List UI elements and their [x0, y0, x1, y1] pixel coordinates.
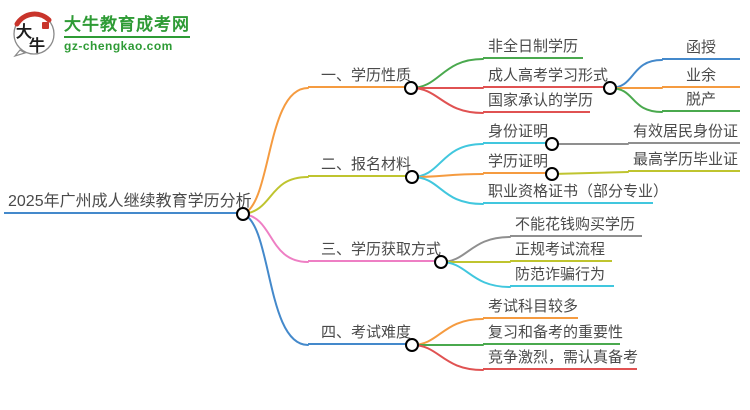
topic-many-subjects[interactable]: 考试科目较多: [483, 297, 578, 319]
topic-formal-exam-process[interactable]: 正规考试流程: [510, 240, 612, 262]
connector-root-branch3: [242, 213, 309, 263]
root-collapse-handle[interactable]: [236, 207, 250, 221]
connector-branch4-child1: [411, 318, 484, 346]
topic-review-importance[interactable]: 复习和备考的重要性: [483, 323, 623, 345]
branch-degree-nature[interactable]: 一、学历性质: [308, 66, 411, 88]
connector-branch1-child1: [410, 58, 484, 89]
topic-fierce-competition[interactable]: 竞争激烈，需认真备考: [483, 348, 638, 370]
site-logo[interactable]: 大 牛 大牛教育成考网 gz-chengkao.com: [10, 10, 190, 58]
topic-no-buying-degree[interactable]: 不能花钱购买学历: [510, 215, 642, 237]
ox-logo-icon: 大 牛: [13, 11, 55, 58]
root-topic[interactable]: 2025年广州成人继续教育学历分析: [4, 192, 252, 214]
branch-degree-acquisition[interactable]: 三、学历获取方式: [308, 240, 441, 262]
branch-degree-acquisition-handle[interactable]: [434, 255, 448, 269]
topic-study-form-handle[interactable]: [603, 81, 617, 95]
topic-tuochan[interactable]: 脱产: [662, 90, 740, 112]
connector-branch2-child1: [411, 143, 484, 178]
topic-state-recognized[interactable]: 国家承认的学历: [483, 91, 593, 113]
branch-exam-difficulty-handle[interactable]: [405, 338, 419, 352]
topic-study-form[interactable]: 成人高考学习形式: [483, 66, 608, 88]
branch-degree-nature-handle[interactable]: [404, 81, 418, 95]
branch-exam-difficulty[interactable]: 四、考试难度: [308, 323, 411, 345]
logo-char-1: 大: [16, 22, 32, 41]
connector-studyform-tuochan: [609, 87, 663, 113]
topic-hanshou[interactable]: 函授: [662, 38, 740, 60]
connector-eduproof-diploma: [551, 171, 629, 175]
logo-divider: [64, 36, 190, 38]
connector-branch3-child1: [440, 236, 511, 263]
branch-registration-materials[interactable]: 二、报名材料: [308, 155, 411, 177]
connector-branch2-child3: [411, 176, 484, 205]
connector-root-branch4: [242, 213, 309, 346]
topic-vocational-certificate[interactable]: 职业资格证书（部分专业）: [483, 182, 668, 204]
branch-registration-materials-handle[interactable]: [405, 170, 419, 184]
topic-fraud-prevention[interactable]: 防范诈骗行为: [510, 265, 614, 287]
connector-branch3-child3: [440, 261, 511, 288]
connector-branch1-child3: [410, 87, 484, 114]
site-domain: gz-chengkao.com: [64, 39, 173, 53]
connector-branch4-child3: [411, 344, 484, 371]
connector-root-branch2: [242, 176, 309, 215]
logo-char-2: 牛: [29, 36, 45, 55]
topic-valid-id-card[interactable]: 有效居民身份证: [628, 122, 740, 144]
topic-id-proof[interactable]: 身份证明: [483, 122, 548, 144]
topic-education-proof-handle[interactable]: [545, 167, 559, 181]
topic-nonfulltime-degree[interactable]: 非全日制学历: [483, 37, 583, 59]
topic-yeyu[interactable]: 业余: [662, 66, 740, 88]
brand-name: 大牛教育成考网: [64, 15, 190, 34]
connector-root-branch1: [242, 87, 309, 215]
topic-id-proof-handle[interactable]: [545, 137, 559, 151]
connector-studyform-hanshou: [609, 59, 663, 89]
topic-highest-diploma[interactable]: 最高学历毕业证: [628, 150, 740, 172]
topic-education-proof[interactable]: 学历证明: [483, 152, 548, 174]
